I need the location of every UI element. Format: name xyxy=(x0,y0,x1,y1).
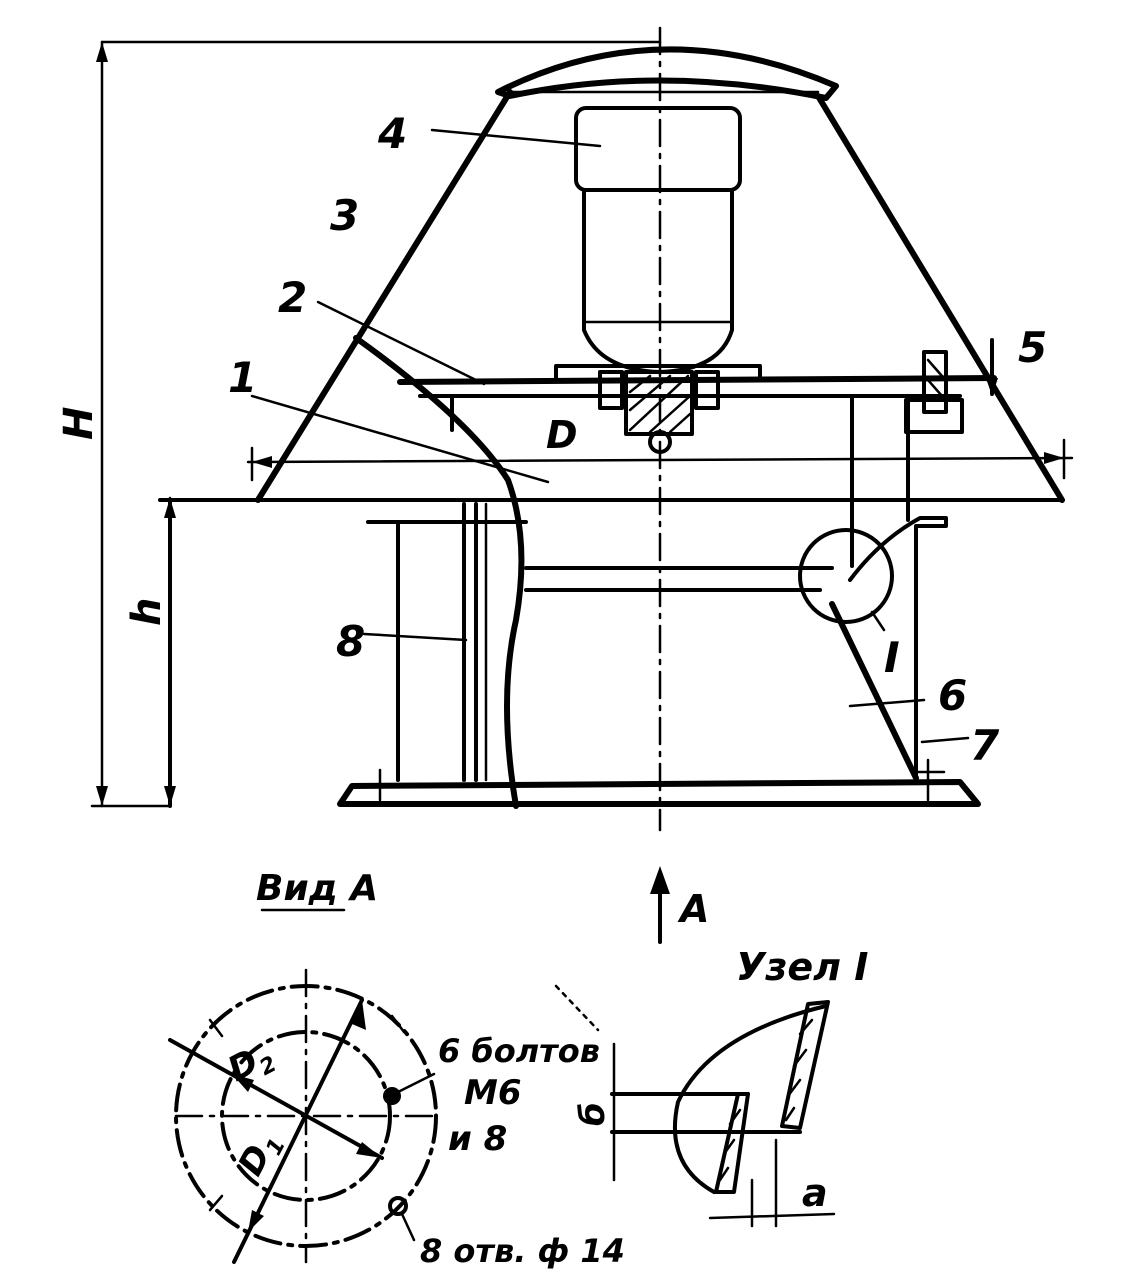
node-I-detail xyxy=(554,984,836,1228)
label-dimension-h: h xyxy=(124,598,170,626)
label-dimension-H: H xyxy=(56,407,102,440)
label-part-8: 8 xyxy=(336,617,365,666)
arrow-A xyxy=(650,866,670,944)
label-arrow-A: A xyxy=(677,887,709,931)
leader-lines xyxy=(250,128,970,744)
label-dimension-D: D xyxy=(546,413,578,457)
label-part-7: 7 xyxy=(970,721,1000,770)
label-node-I-title: Узел I xyxy=(736,945,868,989)
view-A xyxy=(168,908,438,1264)
label-part-5: 5 xyxy=(1018,323,1047,372)
label-dimension-D1: D1 xyxy=(231,1125,291,1185)
label-bolts-line3: и 8 xyxy=(448,1119,507,1159)
label-bolts-line2: М6 xyxy=(464,1073,522,1113)
label-part-6: 6 xyxy=(938,671,967,720)
motor xyxy=(574,106,742,374)
label-view-A: Вид А xyxy=(256,868,378,909)
label-part-3: 3 xyxy=(330,191,359,240)
impeller xyxy=(353,335,525,809)
inlet-cone xyxy=(829,516,948,781)
right-bracket xyxy=(904,338,998,434)
label-part-1: 1 xyxy=(228,353,257,402)
housing xyxy=(158,394,1064,808)
label-holes: 8 отв. ф 14 xyxy=(420,1232,625,1270)
top-cap xyxy=(495,46,839,101)
conical-hood xyxy=(255,89,1065,503)
label-bolts-line1: 6 болтов xyxy=(438,1032,600,1070)
base-plate xyxy=(337,758,981,807)
label-dimension-b: б xyxy=(573,1102,613,1126)
labels: 4 3 2 1 5 8 6 7 I D H h A Вид А Узел I 6… xyxy=(56,109,1047,1270)
struts xyxy=(396,502,488,782)
mounting-plate xyxy=(397,364,997,398)
dimension-H xyxy=(90,40,662,808)
label-part-2: 2 xyxy=(278,273,307,322)
label-node-I: I xyxy=(884,633,900,682)
label-part-4: 4 xyxy=(377,109,407,158)
label-dimension-a: a xyxy=(802,1171,828,1215)
node-I-marker xyxy=(798,528,894,632)
